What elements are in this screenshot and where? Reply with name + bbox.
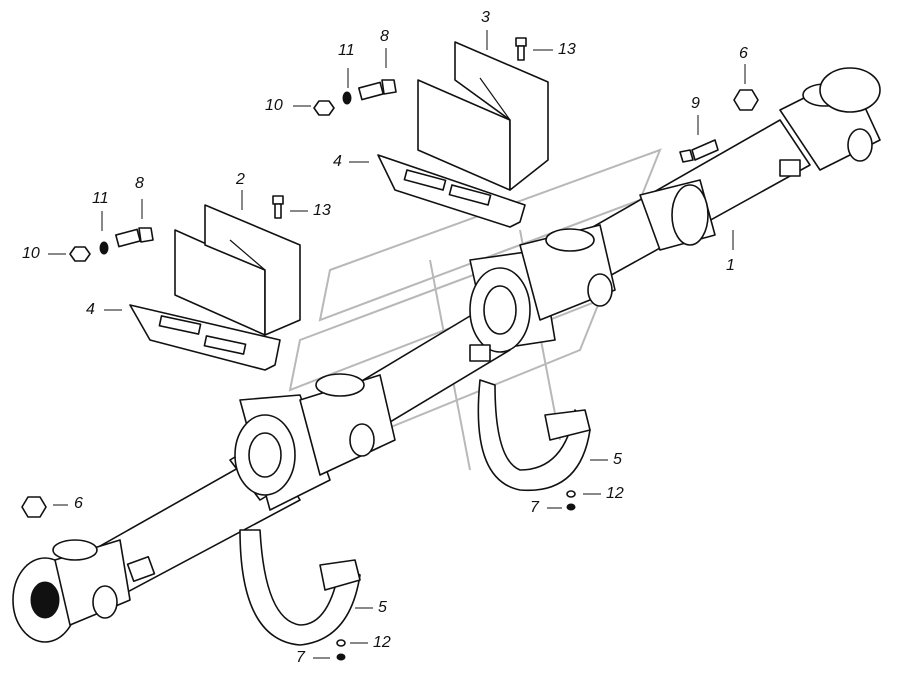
intermediate-joint-upper <box>469 224 616 362</box>
callout-4-upper: 4 <box>333 153 342 170</box>
nut-10-lower <box>69 246 91 262</box>
bolt-8-upper <box>358 79 397 101</box>
washer-11-lower <box>99 241 109 255</box>
leader-lines <box>48 30 746 659</box>
callout-7-lower: 7 <box>296 649 305 666</box>
mounting-plate-4-left <box>129 304 281 371</box>
front-universal-joint <box>12 539 156 643</box>
callout-7-upper: 7 <box>530 499 539 516</box>
callout-10-upper: 10 <box>265 97 283 114</box>
bolt-13-lower <box>272 195 284 219</box>
washer-11-upper <box>342 91 352 105</box>
rear-universal-joint <box>779 67 881 177</box>
callout-6-front: 6 <box>74 495 83 512</box>
callout-11-lower: 11 <box>92 190 109 207</box>
nut-6-front <box>21 496 47 518</box>
nut-7-upper <box>566 503 576 511</box>
callout-11-upper: 11 <box>338 42 355 59</box>
bolt-9 <box>679 139 719 163</box>
callout-13-upper: 13 <box>558 41 576 58</box>
callout-3: 3 <box>481 9 490 26</box>
callout-9: 9 <box>691 95 700 112</box>
clamp-5-lower <box>239 529 361 646</box>
nut-10-upper <box>313 100 335 116</box>
callout-12-upper: 12 <box>606 485 624 502</box>
callout-10-lower: 10 <box>22 245 40 262</box>
washer-12-lower <box>336 639 346 647</box>
bolt-8-lower <box>115 227 154 248</box>
guard-bracket-3 <box>417 41 549 191</box>
nut-6-rear <box>733 89 759 111</box>
intermediate-joint-lower <box>234 373 396 511</box>
guard-bracket-2 <box>174 204 301 336</box>
mounting-plate-4-right <box>377 154 526 228</box>
callout-12-lower: 12 <box>373 634 391 651</box>
callout-6-rear: 6 <box>739 45 748 62</box>
callout-8-lower: 8 <box>135 175 144 192</box>
washer-12-upper <box>566 490 576 498</box>
callout-5-upper: 5 <box>613 451 622 468</box>
callout-13-lower: 13 <box>313 202 331 219</box>
callout-2: 2 <box>236 171 245 188</box>
callout-5-lower: 5 <box>378 599 387 616</box>
callout-1: 1 <box>726 257 735 274</box>
bolt-13-upper <box>515 37 527 61</box>
callout-8-upper: 8 <box>380 28 389 45</box>
clamp-5-upper <box>477 379 591 492</box>
callout-4-lower: 4 <box>86 301 95 318</box>
nut-7-lower <box>336 653 346 661</box>
